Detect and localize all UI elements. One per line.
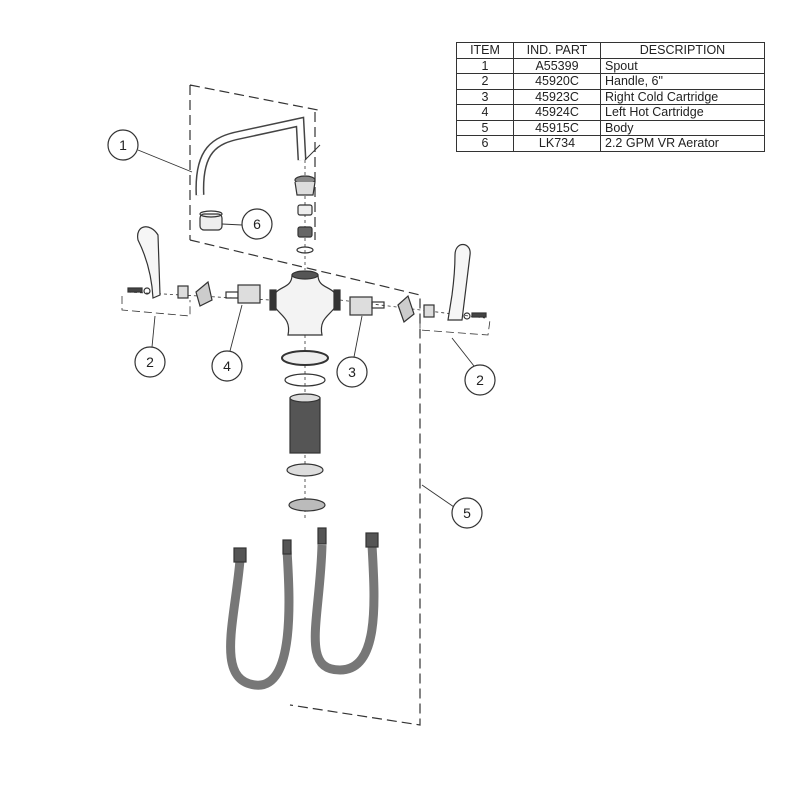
part-number: 45923C (513, 88, 601, 105)
spout-fittings (294, 160, 316, 270)
part-number: LK734 (513, 135, 601, 152)
callout-cold-cartridge: 3 (336, 356, 368, 388)
part-description: Handle, 6" (600, 73, 765, 90)
right-handle-assembly (339, 243, 491, 336)
spout (195, 116, 321, 196)
callout-label: 6 (253, 216, 261, 232)
aerator (199, 210, 223, 231)
callout-aerator: 6 (241, 208, 273, 240)
supply-hoses (226, 527, 379, 690)
callout-hot-cartridge: 4 (211, 350, 243, 382)
callout-label: 3 (348, 364, 356, 380)
callout-label: 2 (476, 372, 484, 388)
callout-label: 5 (463, 505, 471, 521)
callout-spout: 1 (107, 129, 139, 161)
mounting-parts (281, 335, 329, 520)
part-description: 2.2 GPM VR Aerator (600, 135, 765, 152)
callout-handle-left: 2 (134, 346, 166, 378)
assembly-boundary (189, 84, 421, 726)
part-description: Left Hot Cartridge (600, 104, 765, 121)
leader-lines (137, 149, 475, 508)
callout-label: 2 (146, 354, 154, 370)
part-number: 45915C (513, 119, 601, 136)
callout-label: 4 (223, 358, 231, 374)
callout-label: 1 (119, 137, 127, 153)
callout-body: 5 (451, 497, 483, 529)
left-handle-assembly (121, 226, 271, 317)
callout-handle-right: 2 (464, 364, 496, 396)
faucet-body (269, 270, 341, 336)
